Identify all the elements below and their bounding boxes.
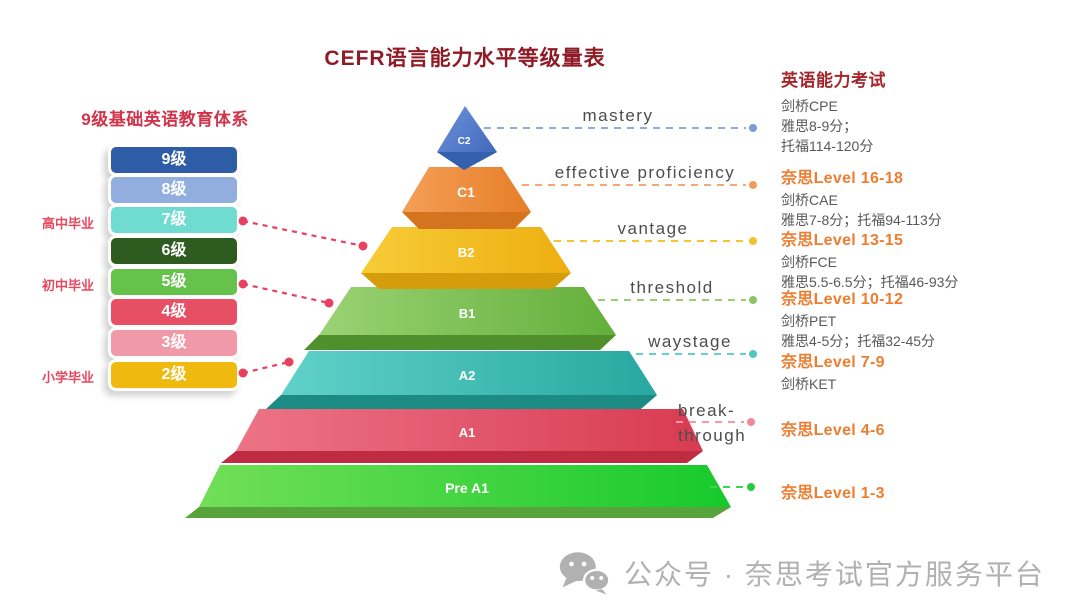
footer-text: 公众号 · 奈思考试官方服务平台 — [624, 559, 1045, 590]
grade-bar-label: 4级 — [111, 299, 237, 325]
exam-group-c1: 奈思Level 16-18 剑桥CAE 雅思7-8分；托福94-113分 — [781, 164, 1061, 230]
descriptor-waystage: waystage — [647, 332, 732, 351]
exam-group-a2: 奈思Level 7-9 剑桥KET — [781, 348, 1061, 394]
nese-level-heading: 奈思Level 4-6 — [781, 422, 885, 439]
exam-group-b1: 奈思Level 10-12 剑桥PET 雅思4-5分；托福32-45分 — [781, 285, 1061, 351]
pyramid-A1-face — [236, 409, 703, 451]
exam-line: 雅思4-5分；托福32-45分 — [781, 333, 936, 349]
grade-bar-label: 9级 — [111, 147, 237, 173]
pyramid-B2-base — [361, 273, 571, 289]
connector-dot — [238, 368, 248, 378]
connector-dot — [358, 241, 368, 251]
preA1-dot — [747, 483, 755, 491]
connector-grade5-B1 — [242, 282, 330, 305]
grade-bar-label: 5级 — [111, 269, 237, 295]
exams-panel-title: 英语能力考试 — [781, 71, 886, 90]
grade-bar-label: 3级 — [111, 330, 237, 356]
descriptor-threshold: threshold — [630, 278, 713, 297]
pyramid-B2-code: B2 — [458, 245, 475, 260]
grade-bar-3: 3级 — [108, 327, 240, 359]
exam-line: 剑桥CAE — [781, 192, 838, 208]
pyramid-B1-code: B1 — [459, 306, 476, 321]
footer-watermark: 公众号 · 奈思考试官方服务平台 — [558, 551, 1045, 595]
grade-bar-label: 7级 — [111, 207, 237, 233]
page-title: CEFR语言能力水平等级量表 — [324, 47, 606, 70]
descriptor-breakthrough-line2: through — [678, 426, 746, 445]
vantage-dot — [749, 237, 757, 245]
pyramid-B1-base — [304, 335, 616, 350]
grade-bar-9: 9级 — [108, 144, 240, 176]
descriptor-breakthrough-line1: break- — [678, 401, 735, 420]
exam-line: 剑桥CPE — [781, 98, 838, 114]
exam-line: 剑桥PET — [781, 313, 837, 329]
grade-bar-label: 2级 — [111, 362, 237, 388]
pyramid-A2-code: A2 — [459, 368, 476, 383]
pyramid-preA1-face — [199, 465, 731, 507]
mastery-dot — [749, 124, 757, 132]
waystage-dot — [749, 350, 757, 358]
grade-bar-label: 6级 — [111, 238, 237, 264]
pyramid-C1-base — [402, 212, 531, 229]
effective-proficiency-dot — [749, 181, 757, 189]
pyramid-A1-code: A1 — [459, 425, 476, 440]
wechat-icon — [559, 552, 611, 595]
pyramid-C1-face — [402, 167, 531, 212]
left-panel-title: 9级基础英语教育体系 — [81, 110, 249, 129]
grade-bar-label: 8级 — [111, 177, 237, 203]
exam-line: 剑桥FCE — [781, 254, 837, 270]
grade-bar-7: 7级 — [108, 204, 240, 236]
connector-grade2-A2 — [242, 360, 290, 375]
breakthrough-dot — [747, 418, 755, 426]
exam-group-a1: 奈思Level 4-6 — [781, 416, 1061, 442]
nese-level-heading: 奈思Level 10-12 — [781, 291, 904, 308]
nese-level-heading: 奈思Level 16-18 — [781, 170, 904, 187]
nese-level-heading: 奈思Level 1-3 — [781, 485, 885, 502]
exam-group-c2: 剑桥CPE 雅思8-9分； 托福114-120分 — [781, 96, 1061, 156]
exam-group-prea1: 奈思Level 1-3 — [781, 479, 1061, 505]
pyramid-preA1-code: Pre A1 — [445, 480, 489, 496]
connector-grade7-B2 — [242, 219, 364, 248]
connector-dot — [238, 216, 248, 226]
pyramid-A2-face — [281, 351, 657, 395]
pyramid-preA1-base — [185, 507, 731, 518]
nese-level-heading: 奈思Level 7-9 — [781, 354, 885, 371]
threshold-dot — [749, 296, 757, 304]
grade-bar-5: 5级 — [108, 266, 240, 298]
exam-line: 托福114-120分 — [781, 138, 874, 154]
pyramid-C2-code: C2 — [458, 136, 471, 147]
grade-bar-4: 4级 — [108, 296, 240, 328]
grade-bar-2: 2级 — [108, 359, 240, 391]
connector-dot — [324, 298, 334, 308]
descriptor-mastery: mastery — [583, 106, 654, 125]
grade-bar-6: 6级 — [108, 235, 240, 267]
connector-dot — [238, 279, 248, 289]
milestone-primaryschool: 小学毕业 — [42, 370, 95, 385]
exam-line: 雅思5.5-6.5分；托福46-93分 — [781, 274, 959, 290]
connector-dot — [284, 357, 294, 367]
pyramid-C1-code: C1 — [457, 184, 475, 200]
exam-group-b2: 奈思Level 13-15 剑桥FCE 雅思5.5-6.5分；托福46-93分 — [781, 226, 1061, 292]
pyramid-B2-face — [361, 227, 571, 273]
milestone-middleschool: 初中毕业 — [42, 278, 95, 293]
pyramid-B1-face — [319, 287, 616, 335]
pyramid-C2-base — [437, 152, 497, 170]
exam-line: 雅思8-9分； — [781, 118, 858, 134]
exam-line: 剑桥KET — [781, 376, 837, 392]
descriptor-vantage: vantage — [618, 219, 689, 238]
milestone-highschool: 高中毕业 — [42, 216, 95, 231]
pyramid-A1-base — [221, 451, 703, 463]
descriptor-effective-proficiency: effective proficiency — [555, 163, 735, 182]
grade-bar-8: 8级 — [108, 174, 240, 206]
pyramid-A2-base — [266, 395, 657, 409]
exam-line: 雅思7-8分；托福94-113分 — [781, 212, 942, 228]
nese-level-heading: 奈思Level 13-15 — [781, 232, 904, 249]
